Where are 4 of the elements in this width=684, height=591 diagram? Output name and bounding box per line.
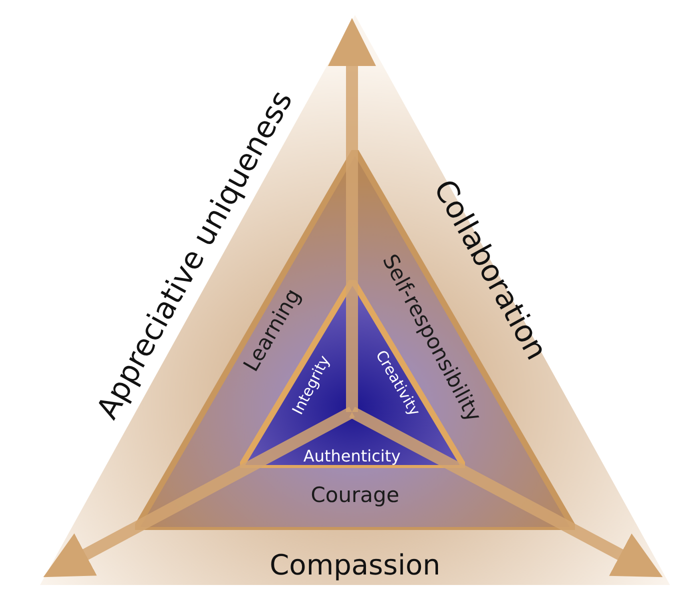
value-label: Authenticity: [303, 446, 401, 466]
triangle-panel: [40, 15, 670, 585]
value-label: Compassion: [270, 548, 440, 582]
value-label: Courage: [310, 483, 400, 507]
